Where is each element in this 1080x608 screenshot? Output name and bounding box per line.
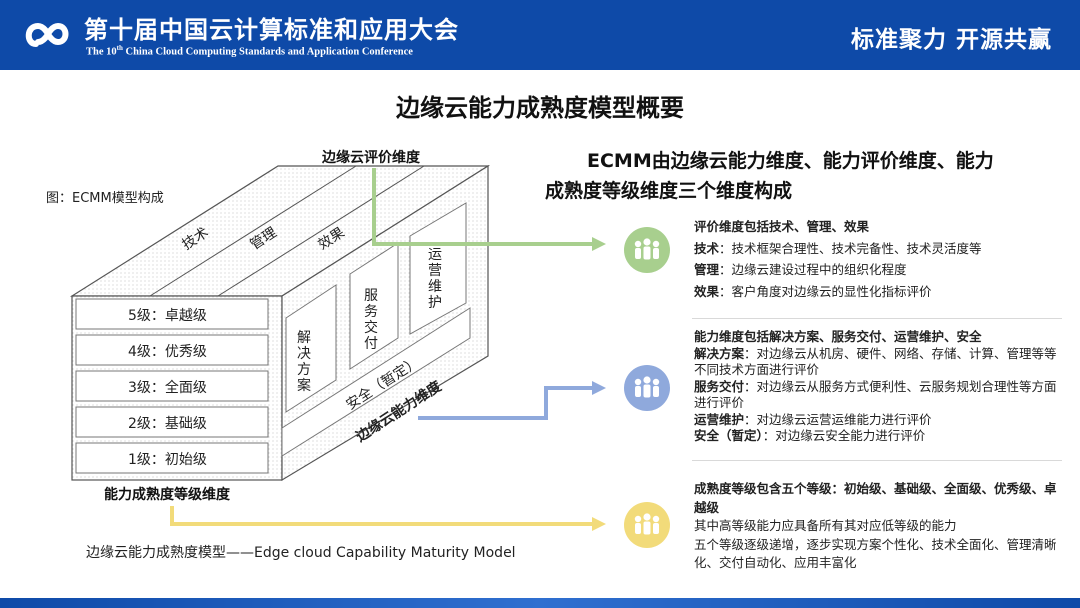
conference-title: 第十届中国云计算标准和应用大会 <box>84 15 459 44</box>
panel-title: 能力维度包括解决方案、服务交付、运营维护、安全 <box>694 329 982 344</box>
panel-item: 技术：技术框架合理性、技术完备性、技术灵活度等 <box>694 240 982 256</box>
ecmm-summary: ECMM由边缘云能力维度、能力评价维度、能力 成熟度等级维度三个维度构成 <box>545 146 1045 206</box>
panel-line: 其中高等级能力应具备所有其对应低等级的能力 <box>694 518 957 533</box>
level-2-label: 2级：基础级 <box>128 416 207 432</box>
level-3-label: 3级：全面级 <box>128 380 207 396</box>
panel-item: 服务交付：对边缘云从服务方式便利性、云服务规划合理性等方面进行评价 <box>694 378 1057 411</box>
panel-item: 运营维护：对边缘云运营运维能力进行评价 <box>694 411 932 427</box>
footer-bar <box>0 598 1080 608</box>
divider <box>692 318 1062 319</box>
panel-item: 安全（暂定）：对边缘云安全能力进行评价 <box>694 428 926 443</box>
conference-header: 第十届中国云计算标准和应用大会 The 10th China Cloud Com… <box>0 0 1080 70</box>
capability-dimension-panel: 能力维度包括解决方案、服务交付、运营维护、安全 解决方案：对边缘云从机房、硬件、… <box>694 329 1064 445</box>
ecmm-summary-line-1: ECMM由边缘云能力维度、能力评价维度、能力 <box>587 150 994 172</box>
capability-label-solution: 解决方案 <box>297 330 311 394</box>
figure-caption: 图：ECMM模型构成 <box>46 191 164 206</box>
conference-subtitle: The 10th China Cloud Computing Standards… <box>86 44 413 58</box>
eval-dimension-panel: 评价维度包括技术、管理、效果 技术：技术框架合理性、技术完备性、技术灵活度等 管… <box>694 218 1064 301</box>
divider <box>692 460 1062 461</box>
level-4-label: 4级：优秀级 <box>128 344 207 360</box>
panel-item: 管理：边缘云建设过程中的组织化程度 <box>694 262 907 277</box>
panel-item: 解决方案：对边缘云从机房、硬件、网络、存储、计算、管理等等不同技术方面进行评价 <box>694 345 1057 378</box>
conference-slogan: 标准聚力 开源共赢 <box>850 26 1052 53</box>
people-group-icon <box>624 227 670 273</box>
panel-title: 评价维度包括技术、管理、效果 <box>694 219 870 234</box>
eval-dimension-label: 边缘云评价维度 <box>322 150 420 166</box>
maturity-level-panel: 成熟度等级包含五个等级：初始级、基础级、全面级、优秀级、卓越级 其中高等级能力应… <box>694 480 1064 573</box>
panel-title: 成熟度等级包含五个等级：初始级、基础级、全面级、优秀级、卓越级 <box>694 481 1057 515</box>
panel-item: 效果：客户角度对边缘云的显性化指标评价 <box>694 283 932 299</box>
panel-line: 五个等级逐级递增，逐步实现方案个性化、技术全面化、管理清晰化、交付自动化、应用丰… <box>694 536 1057 571</box>
people-group-icon <box>624 502 670 548</box>
people-group-icon <box>624 365 670 411</box>
capability-label-delivery: 服务交付 <box>364 288 378 352</box>
model-caption: 边缘云能力成熟度模型——Edge cloud Capability Maturi… <box>86 545 516 561</box>
page-title: 边缘云能力成熟度模型概要 <box>396 94 684 122</box>
ecmm-summary-line-2: 成熟度等级维度三个维度构成 <box>545 180 793 202</box>
capability-label-operation: 运营维护 <box>428 247 442 311</box>
cloud-logo-icon <box>25 22 69 47</box>
level-5-label: 5级：卓越级 <box>128 308 207 324</box>
maturity-dimension-label: 能力成熟度等级维度 <box>104 487 230 503</box>
level-1-label: 1级：初始级 <box>128 452 207 468</box>
